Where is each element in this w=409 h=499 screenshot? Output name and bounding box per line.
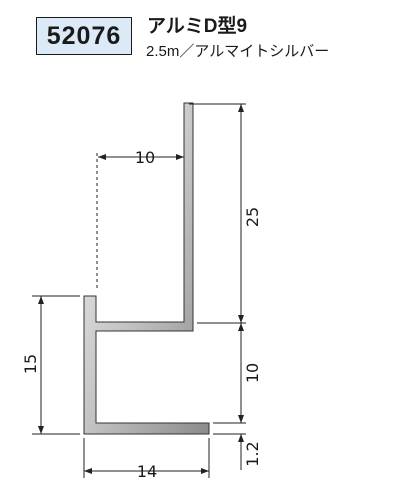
product-name: アルミD型9 [147, 16, 248, 37]
dim-middle-height: 10 [243, 363, 262, 383]
product-spec: 2.5m／アルマイトシルバー [146, 43, 330, 60]
header: 52076 アルミD型9 2.5m／アルマイトシルバー [0, 0, 409, 70]
product-code-badge: 52076 [36, 17, 132, 55]
dim-bottom-thickness: 1.2 [243, 441, 262, 466]
aluminium-profile [83, 102, 210, 435]
dim-upper-height: 25 [243, 207, 262, 227]
dimension-arrows [38, 104, 244, 474]
dim-bottom-width: 14 [137, 462, 157, 481]
dim-top-width: 10 [135, 148, 155, 167]
dimension-lines [40, 104, 242, 472]
dim-left-height: 15 [21, 354, 40, 374]
product-code: 52076 [46, 21, 122, 50]
